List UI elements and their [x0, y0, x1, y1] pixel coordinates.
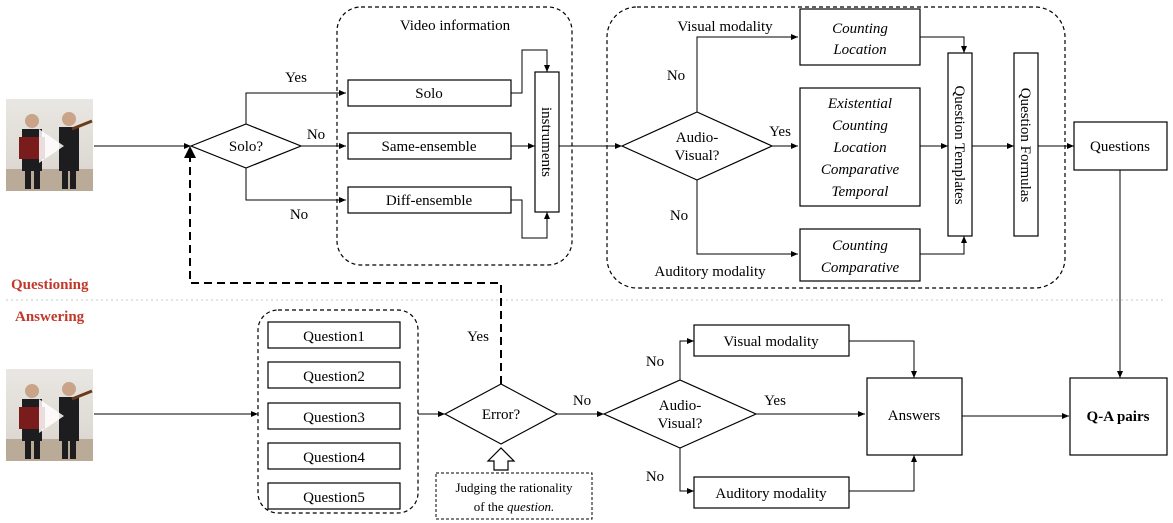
label-yes-av: Yes — [769, 124, 791, 140]
question-box-2 — [267, 361, 401, 389]
feedback-arrowhead — [184, 146, 196, 158]
question-templates-label: Question Templates — [951, 85, 967, 204]
visual-type-location: Location — [832, 42, 886, 58]
section-questioning: Questioning — [11, 277, 89, 293]
question-label-1: Question1 — [303, 329, 365, 345]
auditory-modality-label-bottom: Auditory modality — [715, 486, 827, 502]
answers-box — [866, 377, 963, 456]
label-error-no: No — [573, 393, 591, 409]
label-no-visual: No — [667, 68, 685, 84]
edge-av-auditory — [696, 180, 798, 257]
question-box-5 — [267, 482, 401, 510]
question-box-3 — [267, 402, 401, 430]
question-formulas-box — [1013, 52, 1039, 237]
edge-solo-yes — [245, 90, 346, 124]
visual-modality-label-bottom: Visual modality — [723, 334, 819, 350]
question-box-1 — [267, 321, 401, 349]
rationality-note-line1: Judging the rationality — [456, 480, 573, 495]
question-templates-box — [947, 52, 973, 237]
questions-label: Questions — [1090, 139, 1150, 155]
av-decision-top-line2: Visual? — [675, 148, 720, 164]
av-type-comparative: Comparative — [821, 162, 900, 178]
solo-box-label: Solo — [415, 86, 443, 102]
video-information-title: Video information — [400, 18, 511, 34]
label-av-bottom-no1: No — [646, 354, 664, 370]
video-thumbnail-top — [4, 97, 95, 193]
question-label-3: Question3 — [303, 410, 365, 426]
label-yes-solo: Yes — [285, 70, 307, 86]
label-av-bottom-no2: No — [646, 469, 664, 485]
av-type-counting: Counting — [832, 118, 888, 134]
edge-solo-no-diff — [245, 168, 346, 203]
av-decision-top — [620, 111, 774, 181]
av-decision-bottom — [602, 379, 758, 449]
modality-group — [606, 6, 1066, 289]
edge-visual-to-answers — [849, 340, 917, 378]
visual-modality-box-bottom — [693, 324, 850, 357]
qa-pairs-box — [1069, 377, 1168, 456]
visual-modality-label-top: Visual modality — [677, 19, 773, 35]
auditory-modality-box-bottom — [693, 476, 850, 509]
edge-auditory-to-answers — [849, 455, 917, 492]
solo-decision-label: Solo? — [229, 139, 264, 155]
label-no-diff: No — [290, 207, 308, 223]
av-types-box — [799, 87, 921, 207]
auditory-modality-label-top: Auditory modality — [654, 264, 766, 280]
visual-types-box — [799, 8, 921, 66]
edge-av-visual — [696, 34, 798, 112]
av-type-temporal: Temporal — [832, 184, 889, 200]
edge-av-bottom-auditory — [679, 448, 694, 494]
note-prefix: of the — [474, 499, 507, 514]
edge-diff-to-instruments — [511, 199, 550, 239]
instruments-label: instruments — [538, 107, 554, 177]
edge-error-feedback — [189, 155, 502, 384]
diff-ensemble-label: Diff-ensemble — [386, 193, 473, 209]
rationality-note-box — [435, 472, 593, 520]
note-arrow-icon — [486, 447, 516, 471]
question-formulas-label: Question Formulas — [1017, 88, 1033, 203]
question-label-5: Question5 — [303, 490, 365, 506]
video-information-group — [336, 6, 573, 266]
rationality-note-line2: of the question. — [474, 499, 555, 514]
av-type-location: Location — [832, 140, 886, 156]
question-box-4 — [267, 442, 401, 470]
av-decision-bottom-line2: Visual? — [658, 416, 703, 432]
solo-box — [347, 79, 512, 107]
video-thumbnail-bottom — [4, 367, 95, 463]
label-error-yes: Yes — [467, 329, 489, 345]
answers-label: Answers — [888, 408, 941, 424]
question-label-4: Question4 — [303, 450, 365, 466]
note-emphasis: question. — [507, 499, 554, 514]
same-ensemble-label: Same-ensemble — [382, 139, 477, 155]
auditory-types-box — [799, 228, 921, 282]
edge-av-bottom-visual — [679, 338, 694, 380]
question-label-2: Question2 — [303, 369, 365, 385]
edge-solo-to-instruments — [511, 49, 550, 94]
av-decision-top-line1: Audio- — [676, 130, 719, 146]
error-decision-label: Error? — [482, 407, 521, 423]
edge-auditory-to-templates — [920, 236, 967, 255]
qa-pairs-label: Q-A pairs — [1087, 409, 1150, 425]
label-av-bottom-yes: Yes — [764, 393, 786, 409]
visual-type-counting: Counting — [832, 21, 888, 37]
label-no-auditory: No — [670, 208, 688, 224]
av-type-existential: Existential — [827, 96, 892, 112]
label-no-same: No — [307, 127, 325, 143]
auditory-type-comparative: Comparative — [821, 260, 900, 276]
question-list-group — [257, 309, 419, 514]
section-answering: Answering — [15, 309, 85, 325]
edge-visual-to-templates — [920, 36, 967, 53]
av-decision-bottom-line1: Audio- — [659, 398, 702, 414]
auditory-type-counting: Counting — [832, 238, 888, 254]
